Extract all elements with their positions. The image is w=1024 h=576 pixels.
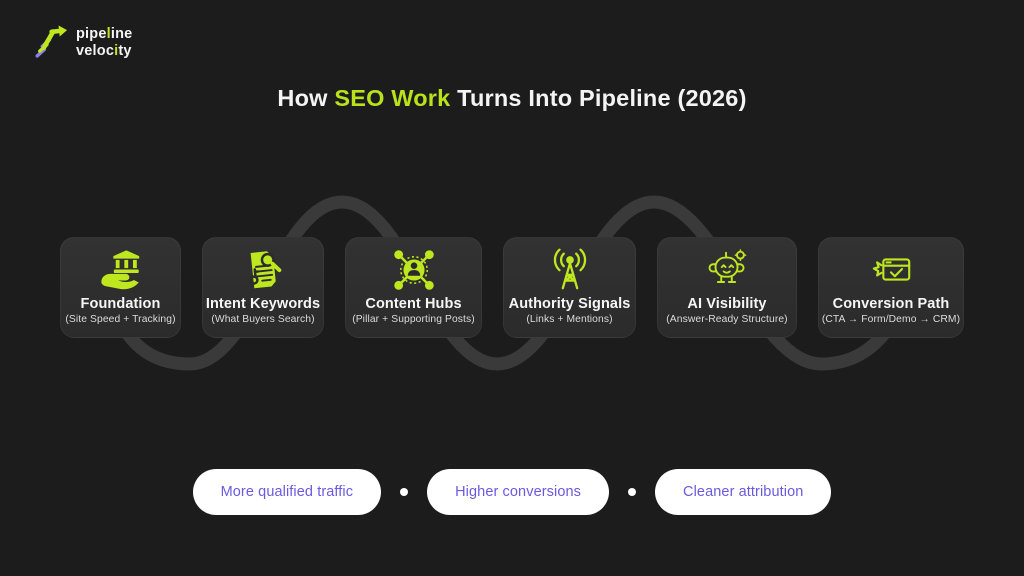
step-subtitle: (CTA → Form/Demo → CRM) [821, 314, 961, 325]
step-card-authority-signals: Authority Signals (Links + Mentions) [503, 237, 636, 338]
step-title: Foundation [80, 296, 161, 312]
conversion-window-icon [868, 247, 914, 293]
broadcast-tower-icon [547, 247, 593, 293]
step-subtitle: (Links + Mentions) [526, 314, 613, 325]
step-subtitle: (Site Speed + Tracking) [65, 314, 176, 325]
step-title: Content Hubs [365, 296, 462, 312]
pipeline-steps-row: Foundation (Site Speed + Tracking) [0, 237, 1024, 338]
step-title: Conversion Path [832, 296, 950, 312]
hub-network-icon [391, 247, 437, 293]
bank-on-hand-icon [98, 247, 144, 293]
logo-wordmark: pipeline velocity [76, 26, 133, 59]
separator-dot [628, 488, 637, 496]
keyword-research-icon [240, 247, 286, 293]
step-card-content-hubs: Content Hubs (Pillar + Supporting Posts) [345, 237, 482, 338]
step-title: Intent Keywords [205, 296, 321, 312]
outcome-pill-higher-conversions: Higher conversions [427, 469, 610, 515]
step-title: AI Visibility [687, 296, 767, 312]
step-subtitle: (Answer-Ready Structure) [666, 314, 788, 325]
outcome-pill-cleaner-attribution: Cleaner attribution [655, 469, 832, 515]
title-highlight: SEO Work [334, 85, 451, 111]
outcomes-row: More qualified traffic Higher conversion… [0, 469, 1024, 515]
step-subtitle: (What Buyers Search) [211, 314, 315, 325]
step-card-foundation: Foundation (Site Speed + Tracking) [60, 237, 181, 338]
page-title: How SEO Work Turns Into Pipeline (2026) [277, 85, 747, 111]
step-card-conversion-path: Conversion Path (CTA → Form/Demo → CRM) [818, 237, 964, 338]
step-title: Authority Signals [508, 296, 631, 312]
step-subtitle: (Pillar + Supporting Posts) [352, 314, 475, 325]
outcome-pill-more-qualified-traffic: More qualified traffic [192, 469, 382, 515]
pipeline-velocity-arrow-icon [31, 21, 69, 64]
step-card-intent-keywords: Intent Keywords (What Buyers Search) [202, 237, 324, 338]
separator-dot [400, 488, 409, 496]
step-card-ai-visibility: AI Visibility (Answer-Ready Structure) [657, 237, 797, 338]
robot-icon [704, 247, 750, 293]
logo: pipeline velocity [31, 21, 132, 64]
